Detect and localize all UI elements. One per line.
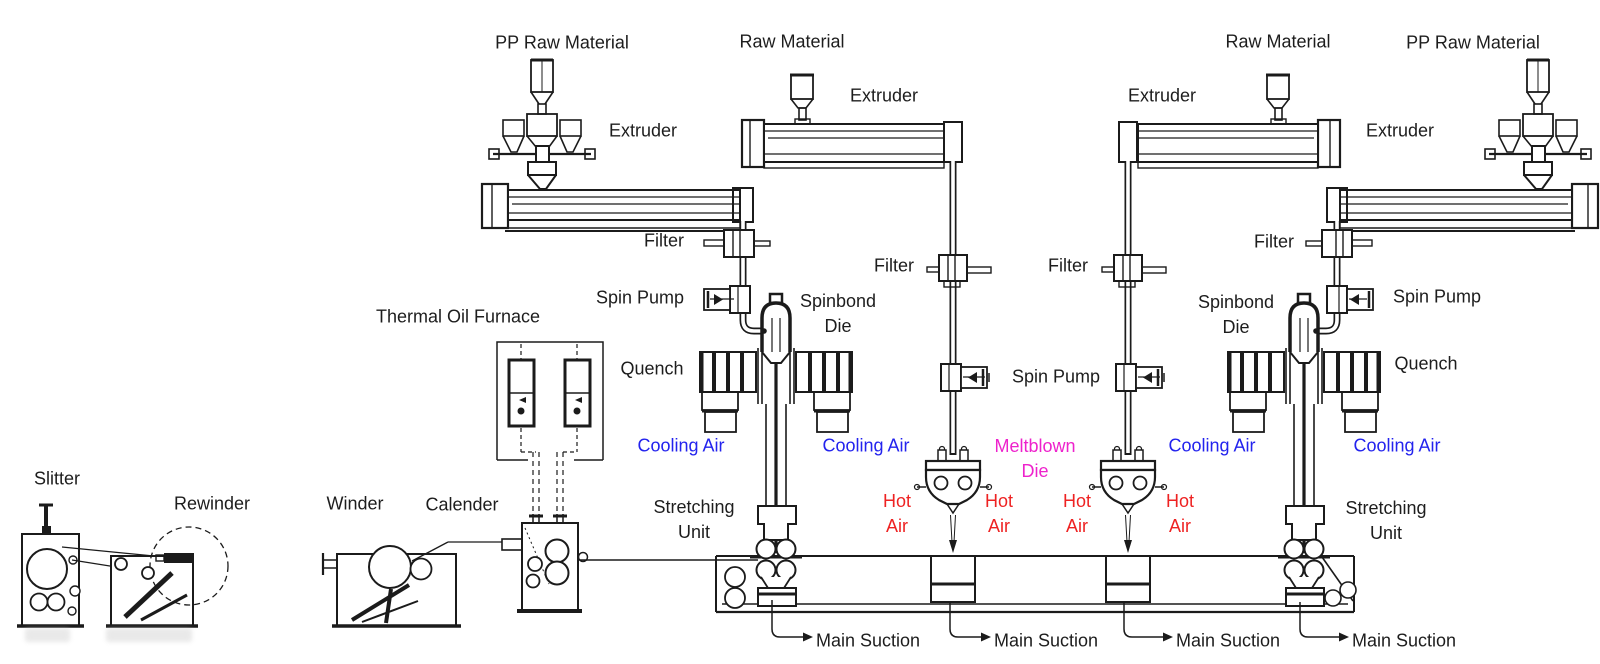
label-main-suction-3: Main Suction xyxy=(1175,630,1281,651)
spin-pump-unit xyxy=(703,285,751,314)
label-meltblown-die: Meltblown Die xyxy=(994,436,1076,481)
suction-box xyxy=(1105,555,1151,603)
filament-channel xyxy=(765,404,787,506)
spinbond-die-unit xyxy=(1288,292,1320,364)
calender-machine xyxy=(411,514,589,613)
dosing-tower xyxy=(1484,58,1592,195)
faded-text-smudge xyxy=(25,628,70,642)
stretching-unit-assembly xyxy=(750,505,802,607)
label-filter-s1: Filter xyxy=(644,230,684,251)
spin-pump-unit xyxy=(1115,363,1165,392)
rewinder-machine xyxy=(61,526,229,628)
label-pp-raw-material-left: PP Raw Material xyxy=(495,32,629,53)
label-filter-s2: Filter xyxy=(1254,231,1294,252)
filament-channel xyxy=(1293,404,1315,506)
spunbond-station-left xyxy=(480,58,853,607)
label-spinbond-die-right: Spinbond Die xyxy=(1197,292,1275,337)
thermal-oil-furnace xyxy=(496,341,604,514)
quench-chamber xyxy=(1227,348,1381,433)
label-cooling-air-2: Cooling Air xyxy=(822,435,910,456)
meltblown-die-unit xyxy=(913,445,993,553)
spin-pump-unit xyxy=(1326,285,1374,314)
label-slitter: Slitter xyxy=(33,468,81,489)
label-hot-air-4: Hot Air xyxy=(1165,491,1194,536)
main-suction-leaders xyxy=(771,600,1349,642)
filter-unit xyxy=(926,254,992,288)
label-thermal-oil-furnace: Thermal Oil Furnace xyxy=(375,306,541,327)
label-extruder-m2: Extruder xyxy=(1127,85,1197,106)
label-filter-m2: Filter xyxy=(1048,255,1088,276)
spin-pump-unit xyxy=(940,363,990,392)
label-hot-air-1: Hot Air xyxy=(882,491,911,536)
label-spin-pump-s2: Spin Pump xyxy=(1392,286,1482,307)
dosing-tower xyxy=(488,58,596,195)
slitter-machine xyxy=(17,503,84,628)
label-raw-material-mb1: Raw Material xyxy=(739,31,845,52)
label-quench-left: Quench xyxy=(620,358,684,379)
label-filter-m1: Filter xyxy=(874,255,914,276)
stretching-unit-assembly xyxy=(1278,505,1330,607)
label-main-suction-4: Main Suction xyxy=(1351,630,1457,651)
label-spin-pump-mid: Spin Pump xyxy=(1011,366,1101,387)
label-spinbond-die-left: Spinbond Die xyxy=(799,291,877,336)
label-extruder-s2: Extruder xyxy=(1365,120,1435,141)
label-cooling-air-3: Cooling Air xyxy=(1168,435,1256,456)
faded-text-smudge xyxy=(106,628,192,642)
extruder-body xyxy=(1118,118,1342,169)
filter-unit xyxy=(1305,229,1373,258)
label-calender: Calender xyxy=(425,494,499,515)
meltblown-station-1 xyxy=(740,73,993,603)
label-hot-air-2: Hot Air xyxy=(984,491,1013,536)
winder-machine xyxy=(321,545,461,628)
meltblown-station-2 xyxy=(1088,73,1342,603)
label-main-suction-1: Main Suction xyxy=(815,630,921,651)
extruder-body xyxy=(1326,182,1600,232)
label-raw-material-mb2: Raw Material xyxy=(1225,31,1331,52)
hopper xyxy=(790,73,814,125)
label-hot-air-3: Hot Air xyxy=(1062,491,1091,536)
meltblown-die-unit xyxy=(1088,445,1168,553)
filter-unit xyxy=(1101,254,1167,288)
label-stretching-unit-left: Stretching Unit xyxy=(653,497,735,542)
hopper xyxy=(1266,73,1290,125)
label-winder: Winder xyxy=(326,493,384,514)
quench-chamber xyxy=(699,348,853,433)
label-rewinder: Rewinder xyxy=(173,493,251,514)
label-pp-raw-material-right: PP Raw Material xyxy=(1406,32,1540,53)
label-cooling-air-1: Cooling Air xyxy=(637,435,725,456)
label-extruder-s1: Extruder xyxy=(608,120,678,141)
filter-unit xyxy=(703,229,771,258)
label-stretching-unit-right: Stretching Unit xyxy=(1345,498,1427,543)
spunbond-station-right xyxy=(1227,58,1600,607)
conveyor-forming-belt xyxy=(580,555,1357,614)
label-spin-pump-s1: Spin Pump xyxy=(595,287,685,308)
label-cooling-air-4: Cooling Air xyxy=(1353,435,1441,456)
extruder-body xyxy=(740,118,963,169)
spinbond-die-unit xyxy=(760,292,792,364)
label-quench-right: Quench xyxy=(1394,353,1458,374)
label-extruder-m1: Extruder xyxy=(849,85,919,106)
extruder-body xyxy=(480,182,754,232)
label-main-suction-2: Main Suction xyxy=(993,630,1099,651)
suction-box xyxy=(930,555,976,603)
